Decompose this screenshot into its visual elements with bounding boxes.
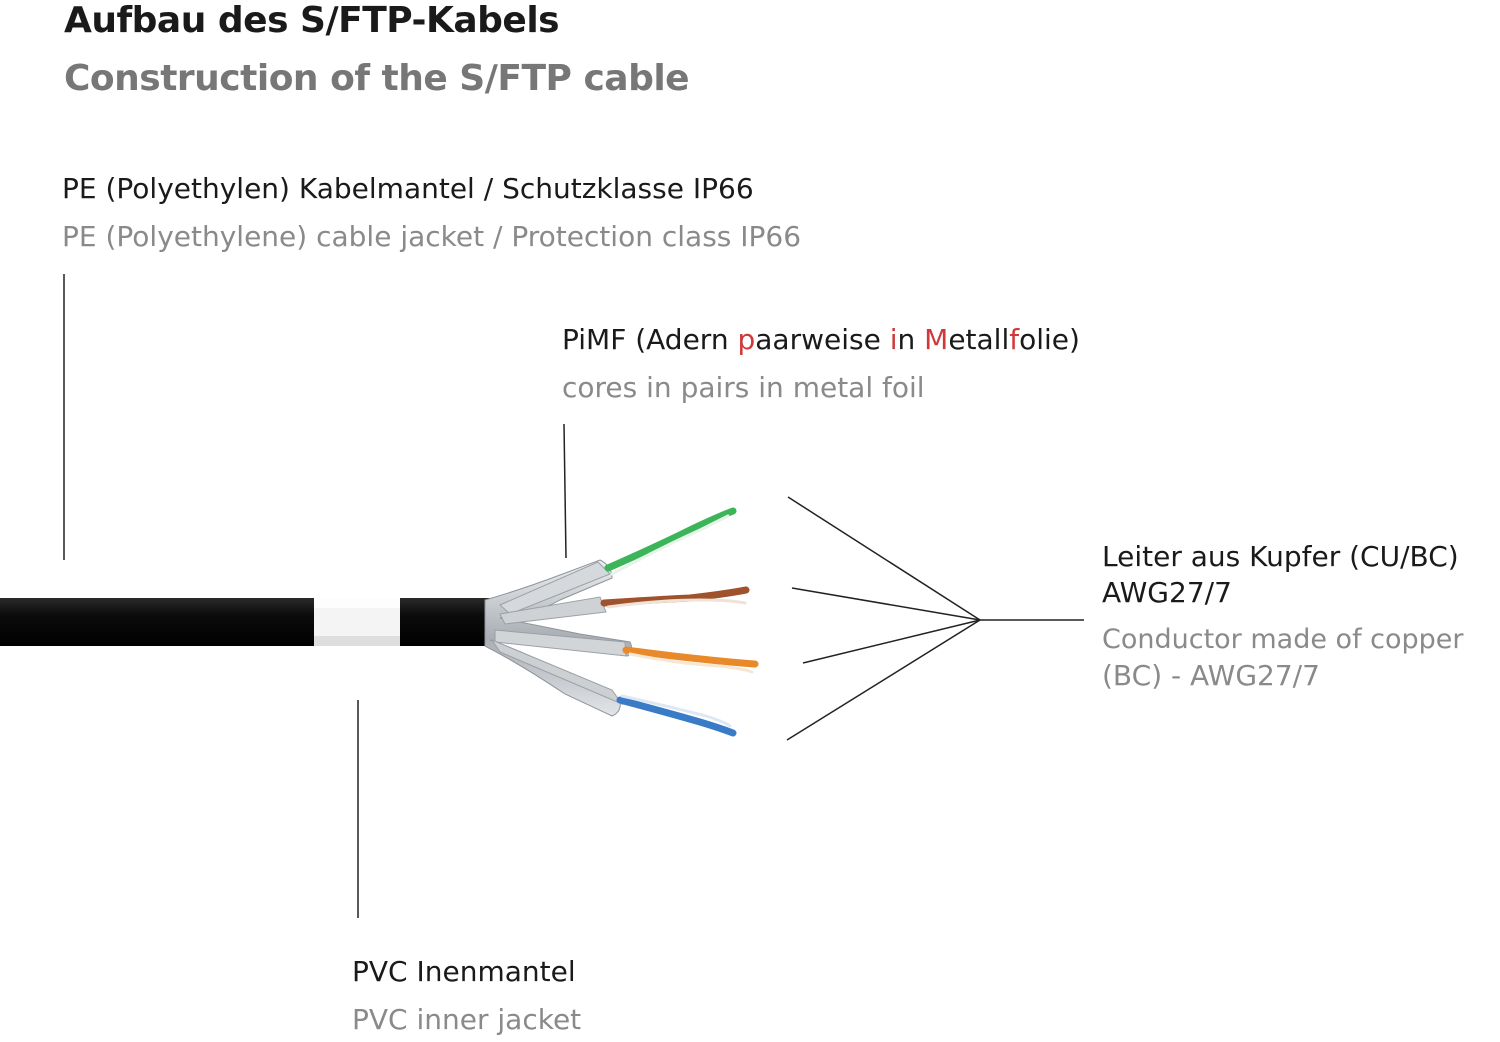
conductor-label-de-1: Leiter aus Kupfer (CU/BC) [1102, 540, 1459, 573]
twisted-pair-blue [616, 694, 737, 737]
conductor-label-en-2: (BC) - AWG27/7 [1102, 659, 1320, 692]
outer-jacket [0, 598, 500, 646]
foil-pair-brown [499, 596, 607, 625]
pimf-highlight-m: M [924, 323, 949, 356]
jacket-label-de: PE (Polyethylen) Kabelmantel / Schutzkla… [62, 172, 754, 205]
foil-pair-green [499, 561, 611, 615]
conductor-label-en-1: Conductor made of copper [1102, 624, 1464, 655]
twisted-pair-brown [600, 586, 750, 609]
inner-jacket-label-de: PVC Inenmantel [352, 955, 576, 988]
pimf-label-de: PiMF (Adern paarweise in Metallfolie) [562, 323, 1080, 356]
pimf-part-5: n [897, 323, 925, 356]
title-german: Aufbau des S/FTP-Kabels [64, 0, 560, 41]
pimf-part-1: PiMF (Adern [562, 323, 738, 356]
pimf-highlight-f: f [1009, 323, 1020, 356]
twisted-pair-orange [622, 646, 759, 674]
jacket-label-en: PE (Polyethylene) cable jacket / Protect… [62, 220, 802, 253]
conductor-leader-lines [786, 496, 1084, 741]
foil-pair-orange [494, 629, 627, 657]
twisted-pair-green [604, 507, 737, 576]
pimf-part-7: etall [948, 323, 1010, 356]
conductor-label-de-2: AWG27/7 [1102, 576, 1232, 609]
pimf-leader-line [563, 423, 567, 559]
pimf-label-en: cores in pairs in metal foil [562, 371, 925, 404]
inner-jacket-label-en: PVC inner jacket [352, 1003, 582, 1036]
pimf-part-3: aarweise [755, 323, 890, 356]
pimf-highlight-i: i [889, 323, 898, 356]
pimf-highlight-p: p [737, 323, 756, 356]
pimf-part-9: olie) [1019, 323, 1080, 356]
title-english: Construction of the S/FTP cable [64, 58, 690, 99]
